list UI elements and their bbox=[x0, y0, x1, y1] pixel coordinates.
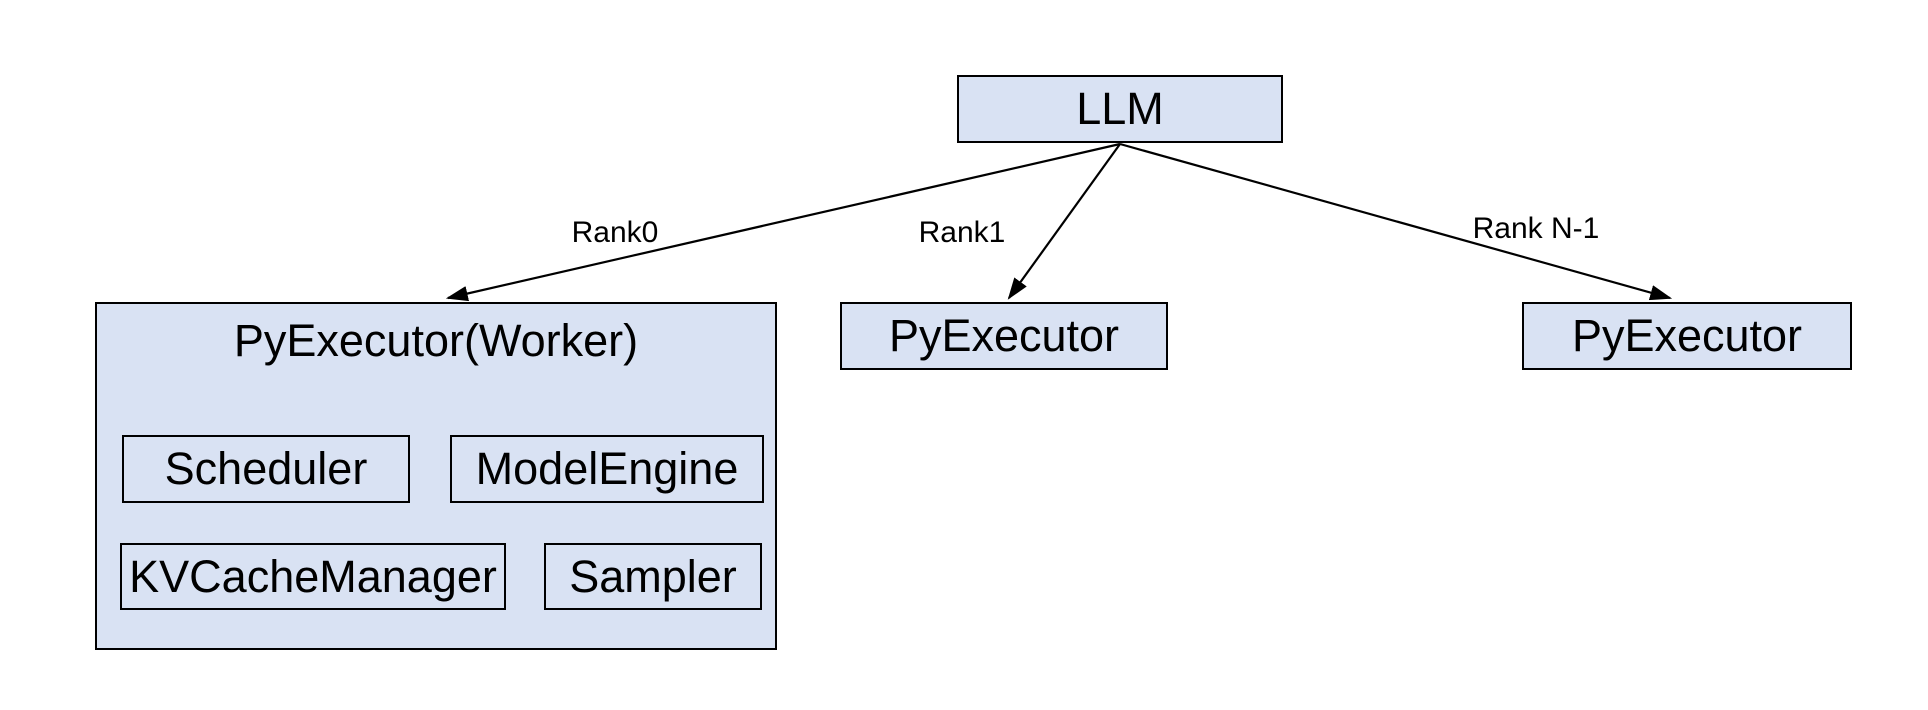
node-sampler: Sampler bbox=[544, 543, 762, 610]
node-pyexecutor-rank-n-label: PyExecutor bbox=[1571, 310, 1803, 361]
node-kvcachemanager-label: KVCacheManager bbox=[129, 551, 497, 602]
edge-label-rank0: Rank0 bbox=[571, 216, 659, 249]
node-pyexecutor-rank1-label: PyExecutor bbox=[888, 310, 1120, 361]
node-pyexecutor-worker: PyExecutor(Worker) Scheduler ModelEngine… bbox=[95, 302, 777, 650]
node-modelengine-label: ModelEngine bbox=[475, 443, 739, 494]
node-pyexecutor-rank-n: PyExecutor bbox=[1522, 302, 1852, 370]
node-pyexecutor-rank1: PyExecutor bbox=[840, 302, 1168, 370]
node-scheduler-label: Scheduler bbox=[164, 443, 368, 494]
node-sampler-label: Sampler bbox=[569, 551, 737, 602]
node-scheduler: Scheduler bbox=[122, 435, 410, 503]
node-kvcachemanager: KVCacheManager bbox=[120, 543, 506, 610]
edge-label-rank1: Rank1 bbox=[918, 216, 1006, 249]
node-modelengine: ModelEngine bbox=[450, 435, 764, 503]
node-pyexecutor-worker-title: PyExecutor(Worker) bbox=[233, 315, 639, 366]
edge-label-rank-n: Rank N-1 bbox=[1472, 212, 1600, 245]
node-llm-label: LLM bbox=[1076, 83, 1164, 134]
node-llm: LLM bbox=[957, 75, 1283, 143]
edge-rank0-line bbox=[445, 142, 1121, 302]
edge-rank1-line bbox=[1007, 143, 1121, 300]
